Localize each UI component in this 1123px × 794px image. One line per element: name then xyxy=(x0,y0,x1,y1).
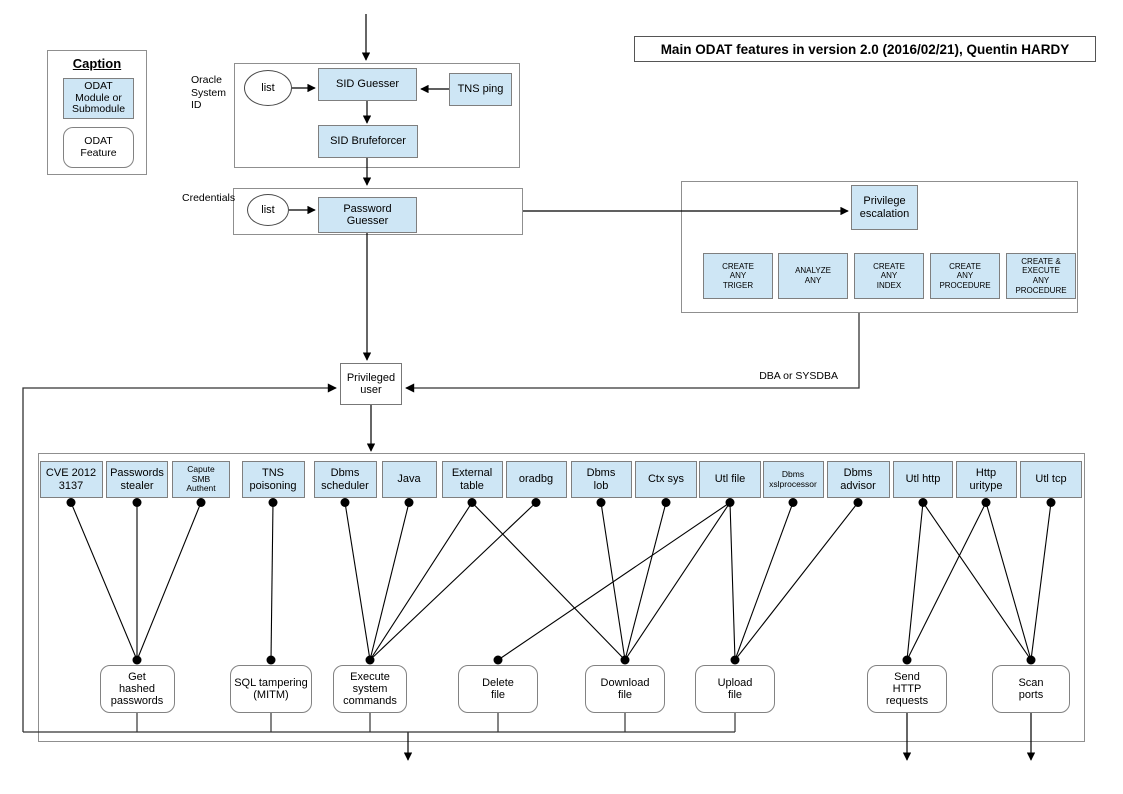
oracle-system-id-label: Oracle System ID xyxy=(191,74,227,112)
privilege-box-0: CREATE ANY TRIGER xyxy=(703,253,773,299)
module-dbms_scheduler: Dbms scheduler xyxy=(313,461,377,498)
oracle-system-id-group xyxy=(234,63,520,168)
feature-delete_file: Delete file xyxy=(458,665,538,713)
privilege-box-4: CREATE & EXECUTE ANY PROCEDURE xyxy=(1006,253,1076,299)
module-sid-guesser: SID Guesser xyxy=(318,68,417,101)
credentials-list-ellipse: list xyxy=(247,194,289,226)
privileged-user-box: Privileged user xyxy=(340,363,402,405)
feature-scan_ports: Scan ports xyxy=(992,665,1070,713)
module-capute_smb_authent: Capute SMB Authent xyxy=(172,461,230,498)
module-cve_2012_3137: CVE 2012 3137 xyxy=(39,461,103,498)
diagram-title: Main ODAT features in version 2.0 (2016/… xyxy=(634,36,1096,62)
module-tns_poisoning: TNS poisoning xyxy=(241,461,305,498)
feature-execute_system_commands: Execute system commands xyxy=(333,665,407,713)
module-ctx_sys: Ctx sys xyxy=(635,461,697,498)
module-utl_file: Utl file xyxy=(699,461,761,498)
module-dbms_advisor: Dbms advisor xyxy=(826,461,890,498)
module-utl_http: Utl http xyxy=(893,461,953,498)
feature-download_file: Download file xyxy=(585,665,665,713)
module-sid-bruteforcer: SID Brufeforcer xyxy=(318,125,418,158)
dba-sysdba-edge-label: DBA or SYSDBA xyxy=(759,370,838,382)
module-passwords_stealer: Passwords stealer xyxy=(106,461,168,498)
legend-feature-sample: ODAT Feature xyxy=(63,127,134,168)
sid-list-ellipse: list xyxy=(244,70,292,106)
module-http_uritype: Http uritype xyxy=(955,461,1017,498)
legend-module-sample: ODAT Module or Submodule xyxy=(63,78,134,119)
feature-send_http_requests: Send HTTP requests xyxy=(867,665,947,713)
module-utl_tcp: Utl tcp xyxy=(1020,461,1082,498)
caption-heading: Caption xyxy=(72,56,122,71)
module-oradbg: oradbg xyxy=(505,461,567,498)
feature-upload_file: Upload file xyxy=(695,665,775,713)
module-dbms_lob: Dbms lob xyxy=(570,461,632,498)
module-java: Java xyxy=(381,461,437,498)
privilege-box-2: CREATE ANY INDEX xyxy=(854,253,924,299)
privilege-box-3: CREATE ANY PROCEDURE xyxy=(930,253,1000,299)
caption-legend: Caption ODAT Module or Submodule ODAT Fe… xyxy=(47,50,147,175)
privilege-escalation-group xyxy=(681,181,1078,313)
feature-get_hashed_passwords: Get hashed passwords xyxy=(99,665,175,713)
privilege-box-1: ANALYZE ANY xyxy=(778,253,848,299)
feature-sql_tampering: SQL tampering (MITM) xyxy=(230,665,312,713)
module-external_table: External table xyxy=(441,461,503,498)
module-dbms_xslprocessor: Dbms xslprocessor xyxy=(762,461,824,498)
credentials-group xyxy=(233,188,523,235)
credentials-label: Credentials xyxy=(182,192,236,204)
module-tns-ping: TNS ping xyxy=(449,73,512,106)
module-privilege-escalation: Privilege escalation xyxy=(851,185,918,230)
module-password-guesser: Password Guesser xyxy=(318,197,417,233)
